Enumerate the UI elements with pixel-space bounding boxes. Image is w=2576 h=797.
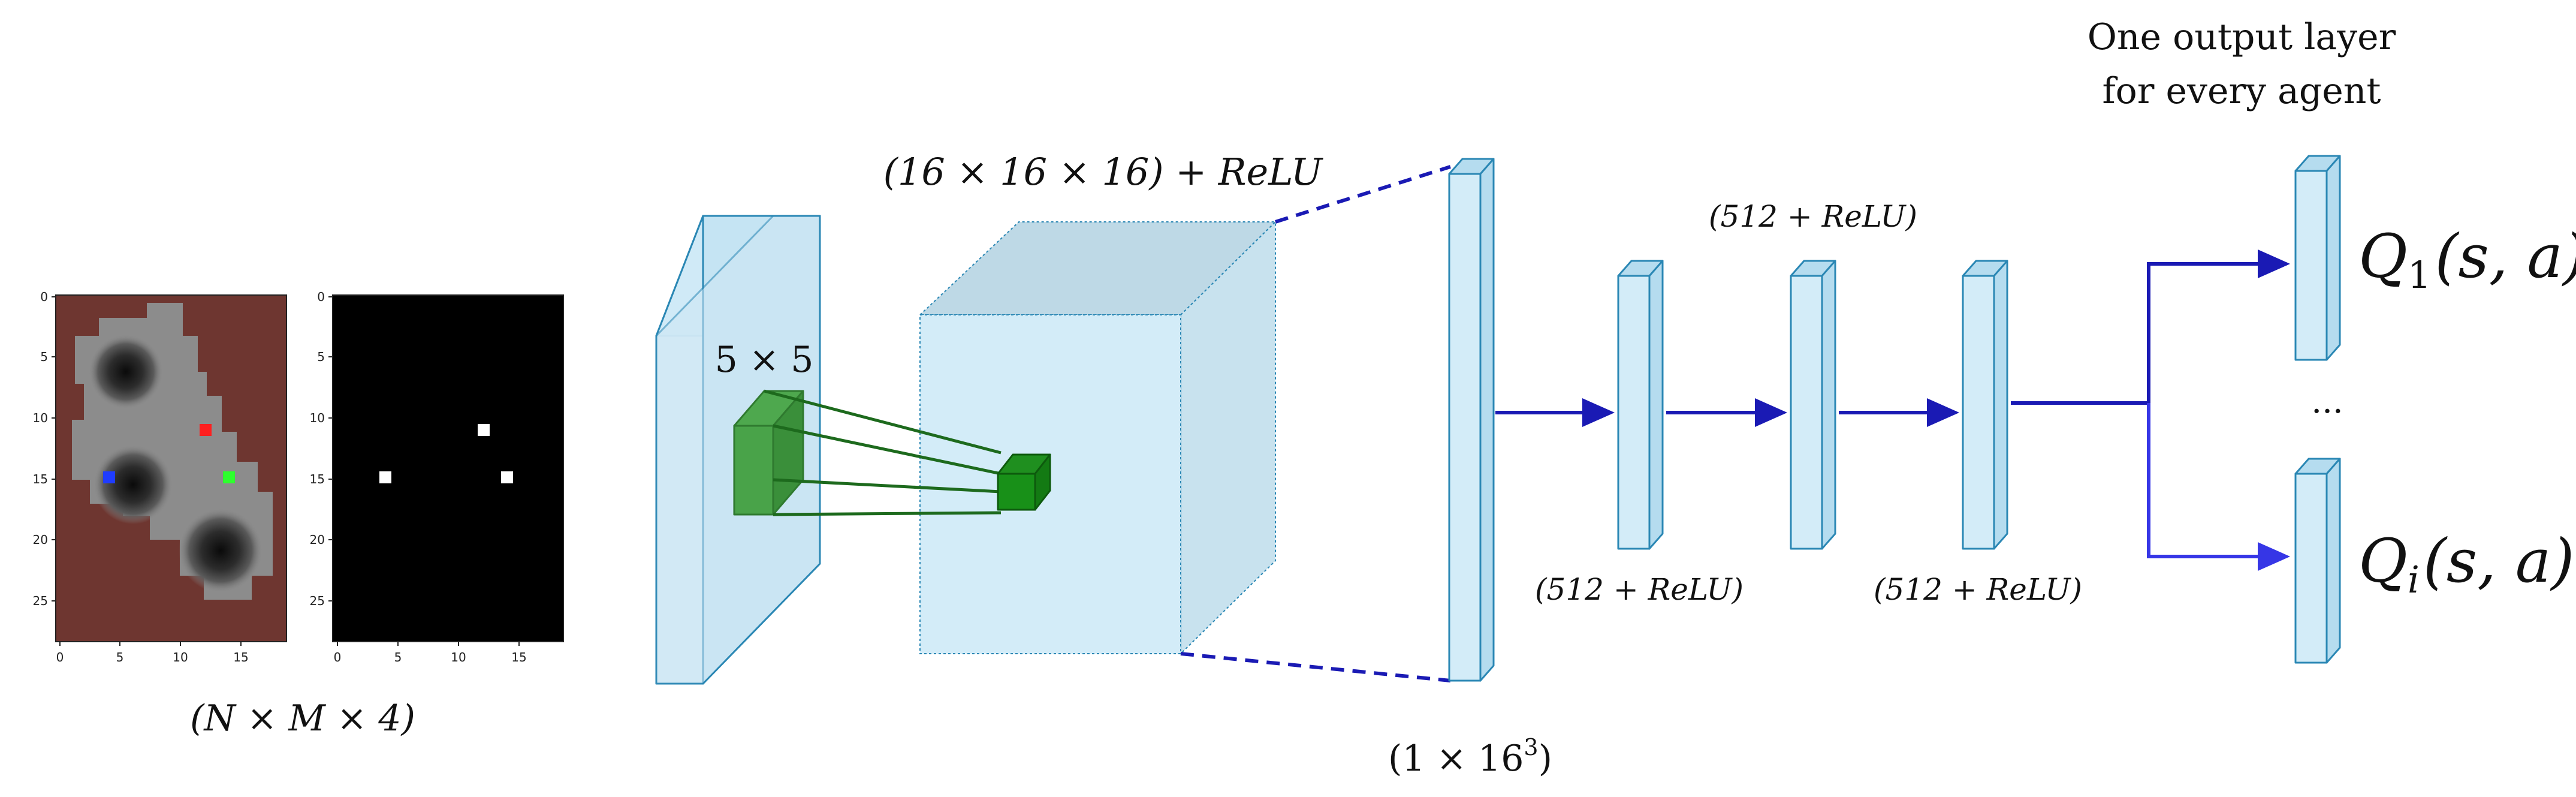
left-plot-y-tick-label: 20 bbox=[33, 533, 48, 547]
right-plot-x-tick-label: 15 bbox=[511, 650, 526, 664]
fc-layer-3 bbox=[1962, 260, 2008, 550]
left-plot-y-tick-label: 10 bbox=[33, 411, 48, 425]
left-plot-y-tick-label: 15 bbox=[33, 472, 48, 486]
right-plot-y-tick-label: 20 bbox=[310, 533, 325, 547]
head-branch-arrows bbox=[2011, 249, 2290, 571]
flatten-dims-label: (1 × 163) bbox=[1388, 734, 1552, 780]
agent-blue-marker bbox=[103, 471, 115, 483]
left-plot-x-tick-label: 15 bbox=[233, 650, 248, 664]
right-plot-y-tick-label: 25 bbox=[310, 594, 325, 608]
left-plot-x-tick-label: 0 bbox=[56, 650, 64, 664]
agent-position-marker bbox=[478, 424, 490, 436]
state-image-dark-blob-middle bbox=[93, 445, 173, 524]
conv-layer-label: (16 × 16 × 16) + ReLU bbox=[883, 150, 1323, 194]
conv-kernel bbox=[733, 390, 804, 516]
output-cell-front bbox=[997, 473, 1036, 511]
qi-args: (s, a) bbox=[2423, 526, 2575, 596]
flatten-side bbox=[1479, 158, 1495, 682]
flatten-projection-lines bbox=[1180, 165, 1451, 682]
conv-volume-side bbox=[1180, 220, 1276, 655]
left-plot-y-tick-label: 0 bbox=[40, 290, 48, 304]
heads-title-line2: for every agent bbox=[2102, 70, 2381, 112]
state-image-dark-blob-bottom bbox=[179, 509, 263, 593]
right-plot-y-tick-label: 10 bbox=[310, 411, 325, 425]
qi-label: Qi(s, a) bbox=[2358, 526, 2574, 601]
ellipsis-label: ... bbox=[2311, 382, 2343, 421]
flatten-layer bbox=[1448, 158, 1495, 682]
fc2-label: (512 + ReLU) bbox=[1709, 199, 1917, 234]
q1-symbol: Q bbox=[2358, 221, 2408, 291]
kernel-front bbox=[733, 425, 774, 516]
right-plot-y-tick-label: 15 bbox=[310, 472, 325, 486]
left-plot-y-tick-label: 5 bbox=[40, 350, 48, 364]
left-plot-y-tick-label: 25 bbox=[33, 594, 48, 608]
fc-layer-2 bbox=[1790, 260, 1836, 550]
output-head-1 bbox=[2294, 155, 2341, 361]
agent-red-marker bbox=[200, 424, 212, 436]
input-dims-label: (N × M × 4) bbox=[190, 697, 415, 739]
right-plot-x-tick-label: 10 bbox=[451, 650, 466, 664]
kernel-projection-lines bbox=[764, 389, 1002, 516]
left-plot-x-tick-label: 10 bbox=[173, 650, 188, 664]
flatten-front bbox=[1448, 173, 1482, 682]
fc3-label: (512 + ReLU) bbox=[1874, 572, 2082, 607]
qi-subscript: i bbox=[2408, 558, 2420, 601]
right-plot-y-tick-label: 5 bbox=[317, 350, 325, 364]
output-head-i bbox=[2294, 458, 2341, 664]
flatten-dims-exponent: 3 bbox=[1524, 734, 1538, 760]
agent-position-background bbox=[332, 294, 564, 642]
flatten-dims-close: ) bbox=[1539, 738, 1552, 780]
flatten-dims-base: (1 × 16 bbox=[1388, 738, 1524, 780]
qi-symbol: Q bbox=[2358, 526, 2408, 596]
right-plot-y-ticks bbox=[328, 296, 333, 601]
arrow-to-head-i bbox=[2147, 403, 2290, 571]
agent-position-marker bbox=[501, 471, 513, 483]
q1-label: Q1(s, a) bbox=[2358, 221, 2576, 297]
left-plot-x-tick-label: 5 bbox=[116, 650, 124, 664]
left-plot-y-ticks bbox=[52, 296, 56, 601]
conv-output-volume bbox=[918, 220, 1277, 655]
left-plot-x-ticks bbox=[59, 642, 242, 646]
agent-position-marker bbox=[379, 471, 391, 483]
state-image-dark-blob-top bbox=[89, 335, 163, 409]
agent-green-marker bbox=[223, 471, 235, 483]
fc-layer-1 bbox=[1617, 260, 1664, 550]
kernel-size-label: 5 × 5 bbox=[715, 339, 814, 381]
conv-volume-top bbox=[918, 221, 1277, 315]
right-plot-x-tick-label: 5 bbox=[394, 650, 402, 664]
right-plot-x-ticks bbox=[337, 642, 520, 646]
q1-args: (s, a) bbox=[2435, 221, 2576, 291]
fc1-label: (512 + ReLU) bbox=[1535, 572, 1744, 607]
right-plot-x-tick-label: 0 bbox=[334, 650, 342, 664]
state-image-plot: 0 5 10 15 20 25 0 5 10 15 bbox=[33, 290, 287, 664]
conv-output-cell bbox=[997, 453, 1051, 511]
arrow-to-head-1 bbox=[2011, 249, 2290, 405]
right-plot-y-tick-label: 0 bbox=[317, 290, 325, 304]
q1-subscript: 1 bbox=[2408, 253, 2431, 297]
heads-title-line1: One output layer bbox=[2088, 16, 2396, 58]
agent-position-plot: 0 5 10 15 20 25 0 5 10 15 bbox=[310, 290, 564, 664]
